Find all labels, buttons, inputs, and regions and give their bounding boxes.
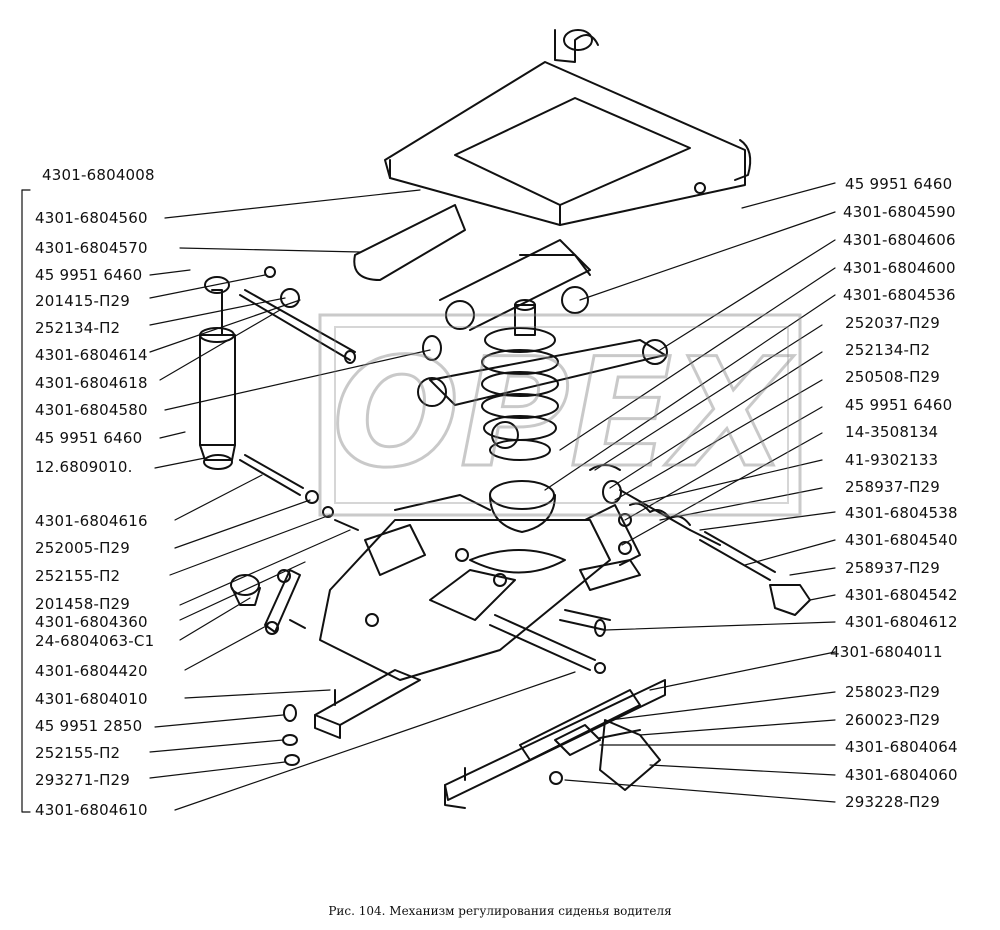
part-label-left: 4301-6804616 [35, 512, 148, 530]
rod-part [489, 609, 611, 671]
part-label-left: 293271-П29 [35, 771, 131, 789]
part-label-right: 258937-П29 [845, 559, 941, 577]
shock-absorber-part [199, 276, 356, 470]
part-label-left: 4301-6804008 [42, 166, 155, 184]
part-label-left: 12.6809010. [35, 458, 133, 476]
part-label-left: 45 9951 6460 [35, 429, 143, 447]
part-label-left: 45 9951 6460 [35, 266, 143, 284]
part-label-right: 41-9302133 [845, 451, 939, 469]
left-rail-part [314, 669, 421, 739]
part-label-left: 4301-6804570 [35, 239, 148, 257]
base-part [319, 519, 611, 681]
part-label-left: 4301-6804360 [35, 613, 148, 631]
part-label-left: 252155-П2 [35, 744, 121, 762]
part-label-right: 4301-6804060 [845, 766, 958, 784]
part-label-right: 4301-6804538 [845, 504, 958, 522]
part-label-right: 258023-П29 [845, 683, 941, 701]
part-label-left: 4301-6804614 [35, 346, 148, 364]
part-label-left: 201458-П29 [35, 595, 131, 613]
part-label-right: 4301-6804590 [843, 203, 956, 221]
part-label-right: 14-3508134 [845, 423, 939, 441]
part-label-right: 250508-П29 [845, 368, 941, 386]
part-label-left: 45 9951 2850 [35, 717, 143, 735]
part-label-right: 45 9951 6460 [845, 175, 953, 193]
part-label-right: 252134-П2 [845, 341, 931, 359]
part-label-right: 260023-П29 [845, 711, 941, 729]
part-label-right: 45 9951 6460 [845, 396, 953, 414]
part-label-left: 24-6804063-С1 [35, 632, 155, 650]
spring-base-part [394, 480, 556, 533]
part-label-left: 201415-П29 [35, 292, 131, 310]
seat-frame-part [384, 29, 752, 226]
part-label-left: 4301-6804580 [35, 401, 148, 419]
part-label-left: 4301-6804560 [35, 209, 148, 227]
part-label-left: 4301-6804010 [35, 690, 148, 708]
part-label-left: 4301-6804610 [35, 801, 148, 819]
pins-and-washers [239, 266, 359, 531]
lower-arm-part [417, 335, 668, 449]
knob-assembly-part [589, 464, 811, 616]
part-label-right: 252037-П29 [845, 314, 941, 332]
part-label-right: 4301-6804536 [843, 286, 956, 304]
part-label-right: 4301-6804612 [845, 613, 958, 631]
part-label-right: 4301-6804011 [830, 643, 943, 661]
upper-lever-part [353, 204, 591, 331]
coil-spring-part [481, 299, 559, 461]
side-link-part [579, 504, 641, 591]
part-label-left: 252134-П2 [35, 319, 121, 337]
leader-lines [21, 182, 836, 813]
part-label-right: 4301-6804606 [843, 231, 956, 249]
figure-caption: Рис. 104. Механизм регулирования сиденья… [328, 904, 672, 918]
part-label-left: 4301-6804618 [35, 374, 148, 392]
part-label-right: 4301-6804540 [845, 531, 958, 549]
part-label-left: 4301-6804420 [35, 662, 148, 680]
part-label-left: 252005-П29 [35, 539, 131, 557]
right-rail-part [444, 679, 666, 809]
part-label-right: 4301-6804542 [845, 586, 958, 604]
part-label-right: 293228-П29 [845, 793, 941, 811]
part-label-right: 258937-П29 [845, 478, 941, 496]
part-label-left: 252155-П2 [35, 567, 121, 585]
part-label-right: 4301-6804600 [843, 259, 956, 277]
crank-handle-part [230, 569, 306, 635]
part-label-right: 4301-6804064 [845, 738, 958, 756]
